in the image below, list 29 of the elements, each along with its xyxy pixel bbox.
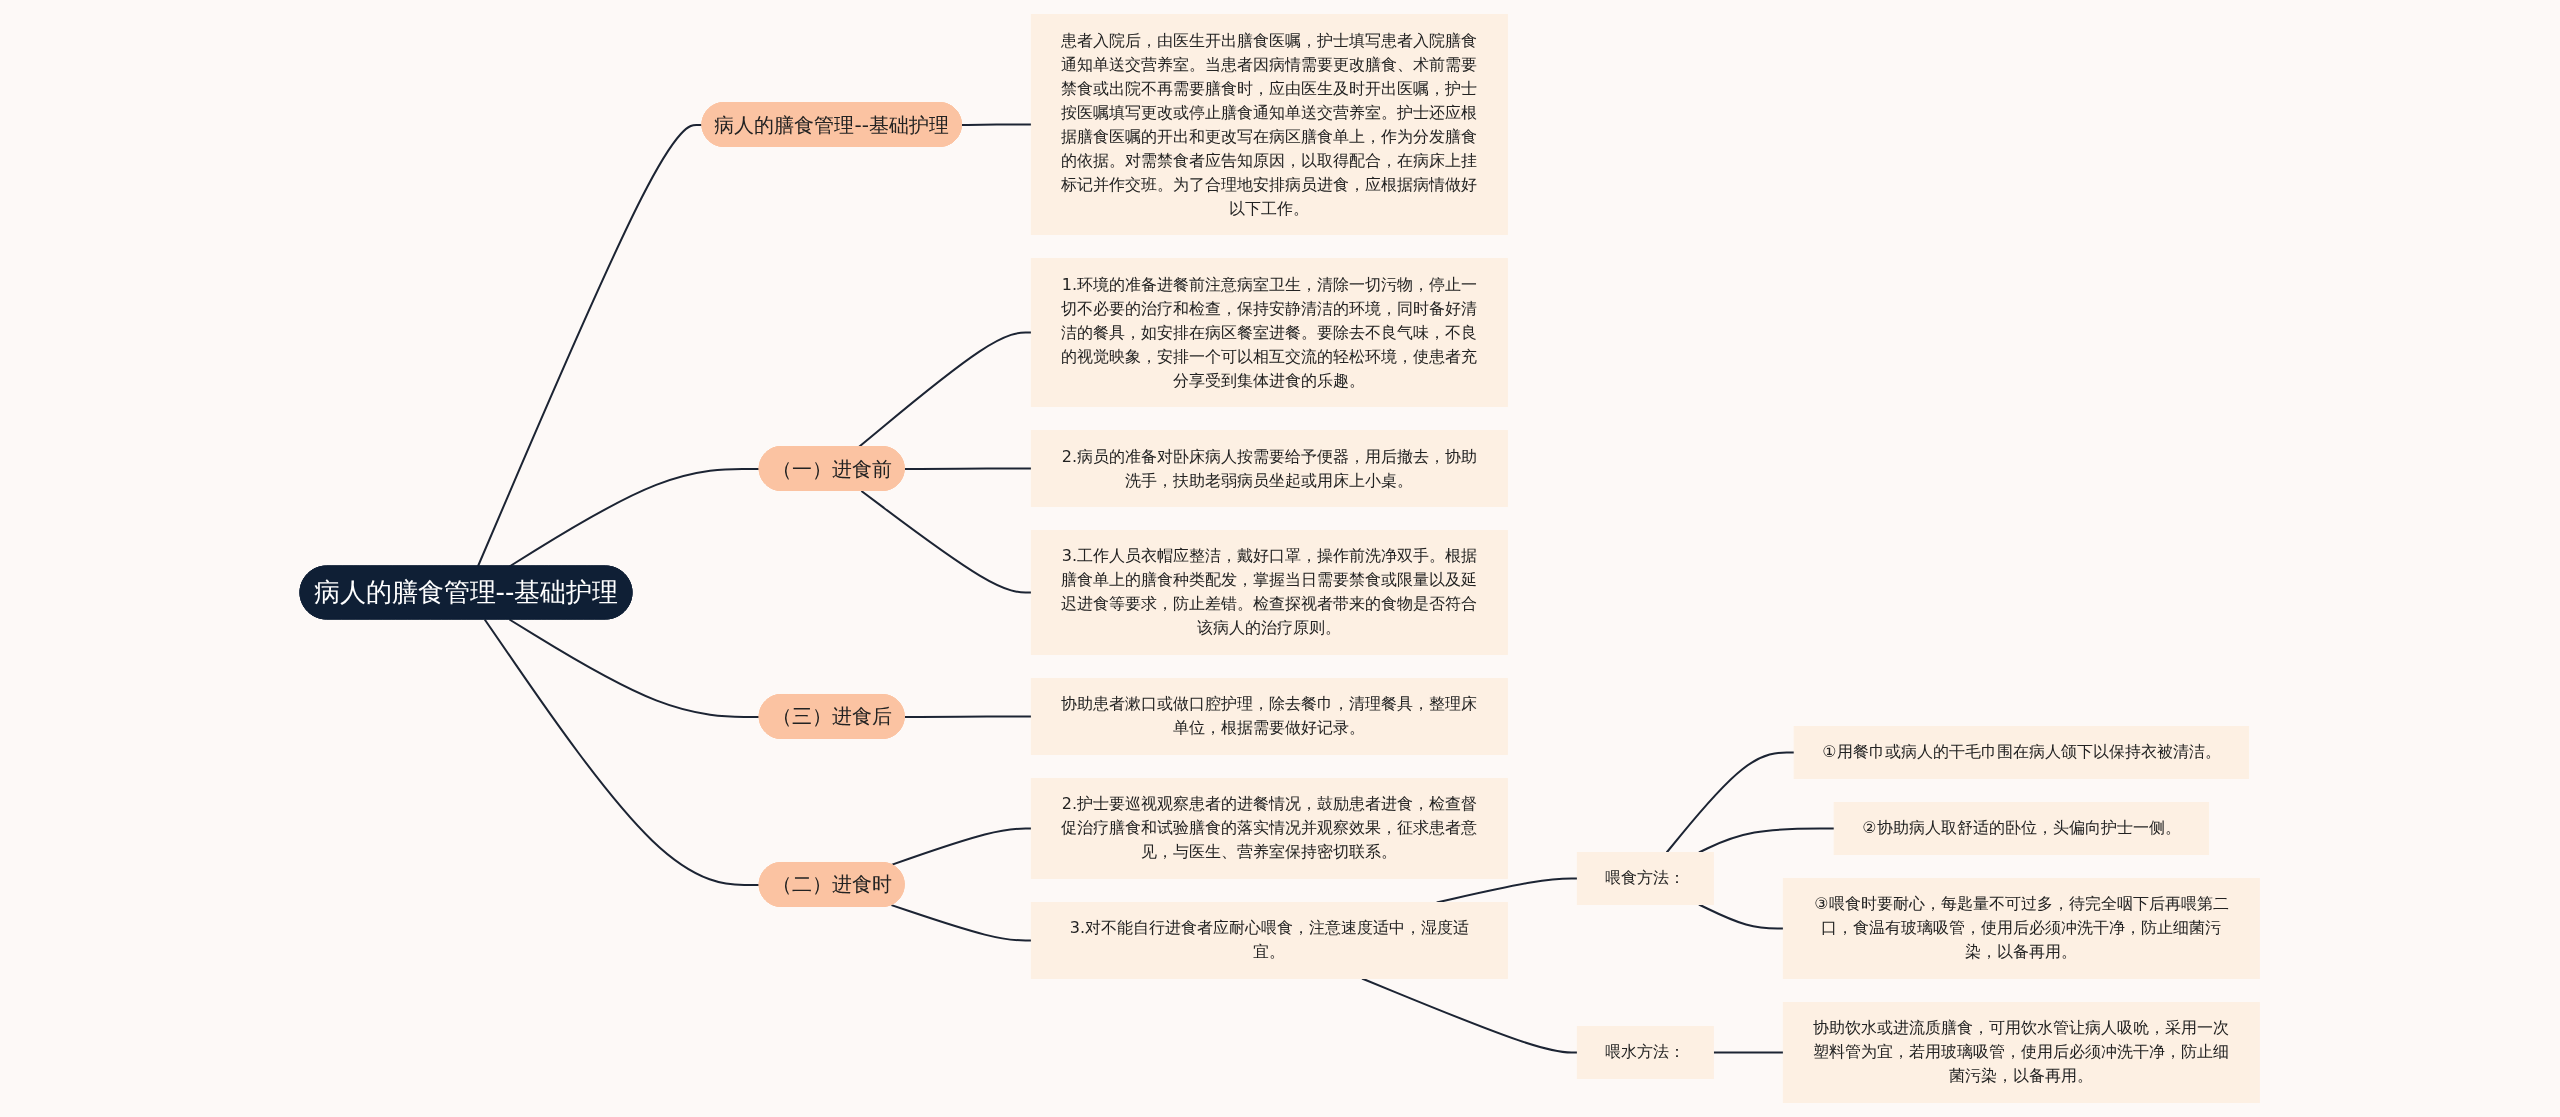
connector xyxy=(1712,1051,1785,1054)
node-box: ②协助病人取舒适的卧位，头偏向护士一侧。 xyxy=(1834,802,2210,855)
connector xyxy=(1698,903,1785,930)
connector xyxy=(858,331,1033,448)
connector xyxy=(1361,977,1579,1054)
connector xyxy=(484,618,761,886)
connector xyxy=(860,490,1033,594)
connector xyxy=(1436,877,1579,904)
connector xyxy=(904,467,1033,470)
node-box: 喂水方法： xyxy=(1577,1026,1715,1079)
connector xyxy=(1665,751,1796,854)
node-box: ①用餐巾或病人的干毛巾围在病人颌下以保持衣被清洁。 xyxy=(1794,726,2250,779)
node-box: 3.工作人员衣帽应整洁，戴好口罩，操作前洗净双手。根据膳食单上的膳食种类配发，掌握当日需要禁食或限量以及延迟进食等要求，防止差错。检查探视者带来的食物是否符合该病人的治疗原则。 xyxy=(1031,530,1509,655)
node-box: 2.病员的准备对卧床病人按需要给予便器，用后撤去，协助洗手，扶助老弱病员坐起或用床上小桌。 xyxy=(1031,430,1509,507)
node-box: 1.环境的准备进餐前注意病室卫生，清除一切污物，停止一切不必要的治疗和检查，保持安静清洁的环境，同时备好清洁的餐具，如安排在病区餐室进餐。要除去不良气味，不良的视觉映象，安排一个可以相互交流的轻松环境，使患者充分享受到集体进食的乐趣。 xyxy=(1031,258,1509,407)
connector xyxy=(508,618,761,718)
node-box: 患者入院后，由医生开出膳食医嘱，护士填写患者入院膳食通知单送交营养室。当患者因病情需要更改膳食、术前需要禁食或出院不再需要膳食时，应由医生及时开出医嘱，护士按医嘱填写更改或停止膳食通知单送交营养室。护士还应根据膳食医嘱的开出和更改写在病区膳食单上，作为分发膳食的依据。对需禁食者应告知原因，以取得配合，在病床上挂标记并作交班。为了合理地安排病员进食，应根据病情做好以下工作。 xyxy=(1031,14,1509,235)
node-box: 喂食方法： xyxy=(1577,852,1715,905)
connector xyxy=(890,904,1033,942)
node-box: 协助饮水或进流质膳食，可用饮水管让病人吸吮，采用一次塑料管为宜，若用玻璃吸管，使用后必须冲洗干净，防止细菌污染，以备再用。 xyxy=(1783,1002,2261,1103)
connector xyxy=(961,123,1033,126)
connector xyxy=(904,715,1033,718)
node-box: ③喂食时要耐心，每匙量不可过多，待完全咽下后再喂第二口，食温有玻璃吸管，使用后必须冲洗干净，防止细菌污染，以备再用。 xyxy=(1783,878,2261,979)
node-box: 2.护士要巡视观察患者的进餐情况，鼓励患者进食，检查督促治疗膳食和试验膳食的落实情况并观察效果，征求患者意见，与医生、营养室保持密切联系。 xyxy=(1031,778,1509,879)
node-box: 协助患者漱口或做口腔护理，除去餐巾，清理餐具，整理床单位，根据需要做好记录。 xyxy=(1031,678,1509,755)
node-box: 3.对不能自行进食者应耐心喂食，注意速度适中，湿度适宜。 xyxy=(1031,902,1509,979)
connector xyxy=(477,123,704,568)
connector xyxy=(1698,827,1836,854)
connector xyxy=(508,467,761,568)
